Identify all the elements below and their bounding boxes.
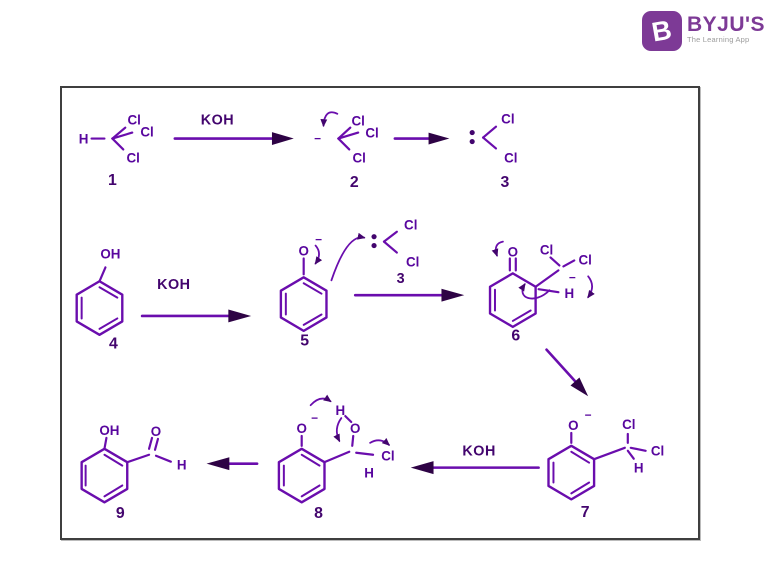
structure-2-carbanion: − Cl Cl Cl 2 [314,111,379,191]
atom-cl: Cl [501,112,514,127]
atom-h: H [336,403,346,418]
atom-h: H [564,286,574,301]
atom-h: H [634,461,644,476]
atom-cl: Cl [578,252,591,267]
structure-4-phenol: OH 4 [75,246,124,353]
reaction-arrow-7 [206,457,259,471]
atom-o: O [350,421,360,436]
structure-1-chloroform: H Cl Cl Cl 1 [79,113,154,189]
structure-number-6: 6 [511,328,520,345]
reaction-arrow-1: KOH [173,113,294,145]
lone-pair-dot [371,243,377,249]
atom-h: H [177,458,187,473]
reagent-3-label: 3 [397,271,405,287]
structure-5-phenoxide: O − 5 [279,233,366,350]
atom-o: O [298,244,308,259]
structure-number-7: 7 [581,504,590,521]
carbene-reagent: Cl Cl 3 [371,218,419,287]
structure-number-9: 9 [116,505,125,522]
structure-7-dichloromethyl-phenoxide: O − Cl Cl H 7 [547,408,664,521]
atom-o: O [151,424,161,439]
structure-3-dichlorocarbene: Cl Cl 3 [469,112,518,191]
negative-charge: − [569,270,576,284]
reaction-scheme-box: H Cl Cl Cl 1 KOH − Cl Cl Cl 2 Cl Cl 3 [60,86,700,540]
atom-cl: Cl [140,125,153,140]
atom-o: O [296,421,306,436]
atom-o: O [568,418,578,433]
structure-6-dienone-intermediate: O Cl Cl − H 6 [488,240,595,345]
atom-cl: Cl [406,254,419,269]
structure-number-2: 2 [350,174,359,191]
atom-cl: Cl [352,150,365,165]
atom-cl: Cl [381,449,394,464]
negative-charge: − [315,233,322,247]
reagent-koh-label: KOH [462,444,495,460]
reaction-arrow-6: KOH [410,444,540,475]
atom-cl: Cl [365,126,378,141]
negative-charge: − [314,132,321,146]
reaction-arrow-3: KOH [140,277,252,323]
lone-pair-dot [469,130,475,136]
structure-number-5: 5 [300,333,309,350]
logo-b-glyph: B [649,14,675,47]
structure-number-1: 1 [108,172,117,189]
atom-cl: Cl [127,150,140,165]
structure-number-3: 3 [500,174,509,191]
structure-8-chloro-alkoxide: O − H O Cl H 8 [277,394,395,522]
structure-9-salicylaldehyde: OH O H 9 [80,423,187,522]
structure-number-8: 8 [314,505,323,522]
negative-charge: − [585,408,592,422]
negative-charge: − [311,411,318,425]
reagent-koh-label: KOH [201,113,234,129]
atom-cl: Cl [540,243,553,258]
atom-cl: Cl [651,444,664,459]
atom-cl: Cl [504,150,517,165]
reimer-tiemann-mechanism-diagram: H Cl Cl Cl 1 KOH − Cl Cl Cl 2 Cl Cl 3 [75,111,664,522]
byjus-logo-icon: B [642,11,682,51]
atom-h: H [364,466,374,481]
atom-cl: Cl [404,218,417,233]
logo-tagline-text: The Learning App [687,35,750,44]
reaction-arrow-2 [393,132,450,145]
reaction-arrow-4 [353,288,465,302]
atom-oh: OH [99,423,119,438]
atom-cl: Cl [622,417,635,432]
structure-number-4: 4 [109,336,118,353]
lone-pair-dot [469,138,475,145]
atom-h: H [79,132,89,147]
reagent-koh-label: KOH [157,277,190,293]
atom-cl: Cl [127,113,140,128]
logo-brand-text: BYJU'S [687,13,766,36]
byjus-logo[interactable]: B BYJU'S The Learning App [642,11,765,51]
reaction-arrow-5 [545,348,589,397]
atom-cl: Cl [352,114,365,129]
atom-o: O [508,245,518,260]
lone-pair-dot [371,234,377,240]
atom-oh: OH [100,246,120,261]
